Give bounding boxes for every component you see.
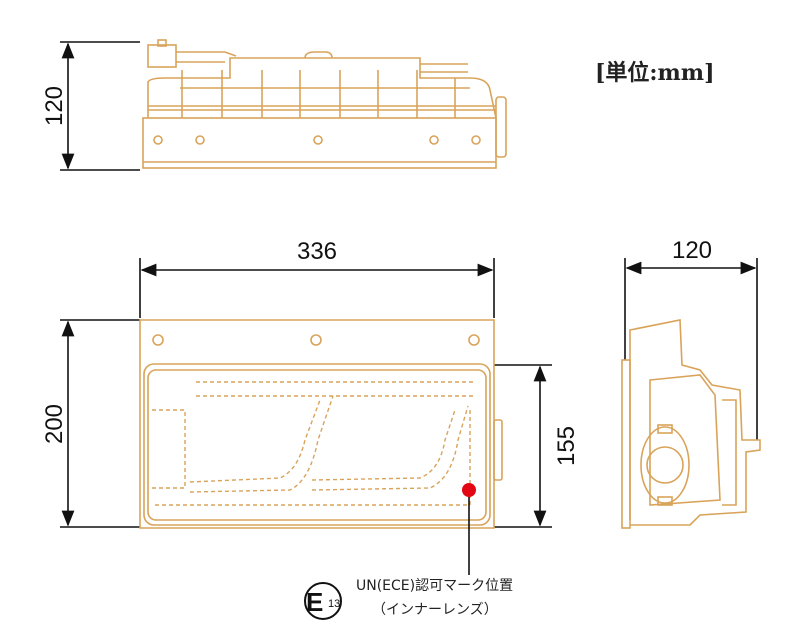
front-height-label: 200 bbox=[41, 404, 68, 444]
approval-note-line1: UN(ECE)認可マーク位置 bbox=[356, 578, 513, 594]
approval-note-line2: （インナーレンズ） bbox=[372, 602, 498, 618]
top-view: 120 bbox=[41, 39, 507, 171]
side-view: 120 bbox=[621, 237, 761, 529]
e-mark-symbol: E bbox=[306, 587, 323, 617]
e-mark-circle bbox=[304, 582, 342, 620]
unit-label: [単位:mm] bbox=[595, 60, 715, 86]
lens-height-label: 155 bbox=[553, 426, 580, 466]
approval-mark-callout: E 13 UN(ECE)認可マーク位置 （インナーレンズ） bbox=[304, 578, 513, 620]
top-height-label: 120 bbox=[41, 86, 68, 126]
front-view: 336 200 155 bbox=[41, 238, 580, 575]
front-width-label: 336 bbox=[297, 238, 337, 265]
approval-mark-marker bbox=[462, 483, 476, 497]
e-mark-code: 13 bbox=[328, 598, 340, 610]
side-depth-label: 120 bbox=[672, 237, 712, 264]
